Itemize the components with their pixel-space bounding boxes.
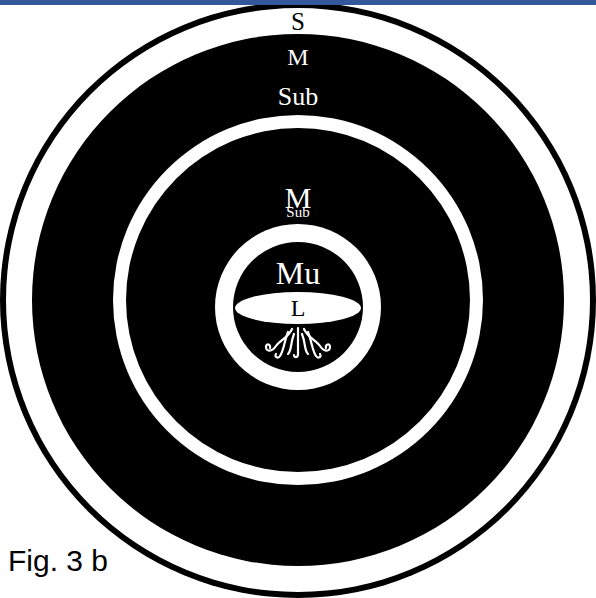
layer-shape: [235, 292, 361, 324]
layer-shape: [113, 115, 483, 485]
villi-symbol: [258, 326, 338, 360]
layer-shape: [215, 224, 381, 390]
lumen-ellipse: L: [235, 292, 361, 324]
top-bar: [0, 0, 596, 5]
layer-label: S: [0, 9, 596, 34]
outer-layer-band: MSubMSub MuL: [32, 34, 564, 566]
layer-shape: [6, 8, 590, 592]
layer-shape: [126, 128, 470, 472]
layer-shape: [233, 242, 363, 372]
layer-label: M: [32, 45, 564, 69]
mucosa-disk: MuL: [233, 242, 363, 372]
layer-label: Sub: [32, 84, 564, 110]
figure-caption: Fig. 3 b: [8, 546, 108, 576]
submucosa-ring: Sub MuL: [215, 224, 381, 390]
layer-label: Sub: [215, 205, 381, 220]
layer-label: L: [235, 296, 361, 320]
layer-label: Mu: [233, 257, 363, 289]
layer-shape: [32, 34, 564, 566]
muscle-band: MSub MuL: [113, 115, 483, 485]
